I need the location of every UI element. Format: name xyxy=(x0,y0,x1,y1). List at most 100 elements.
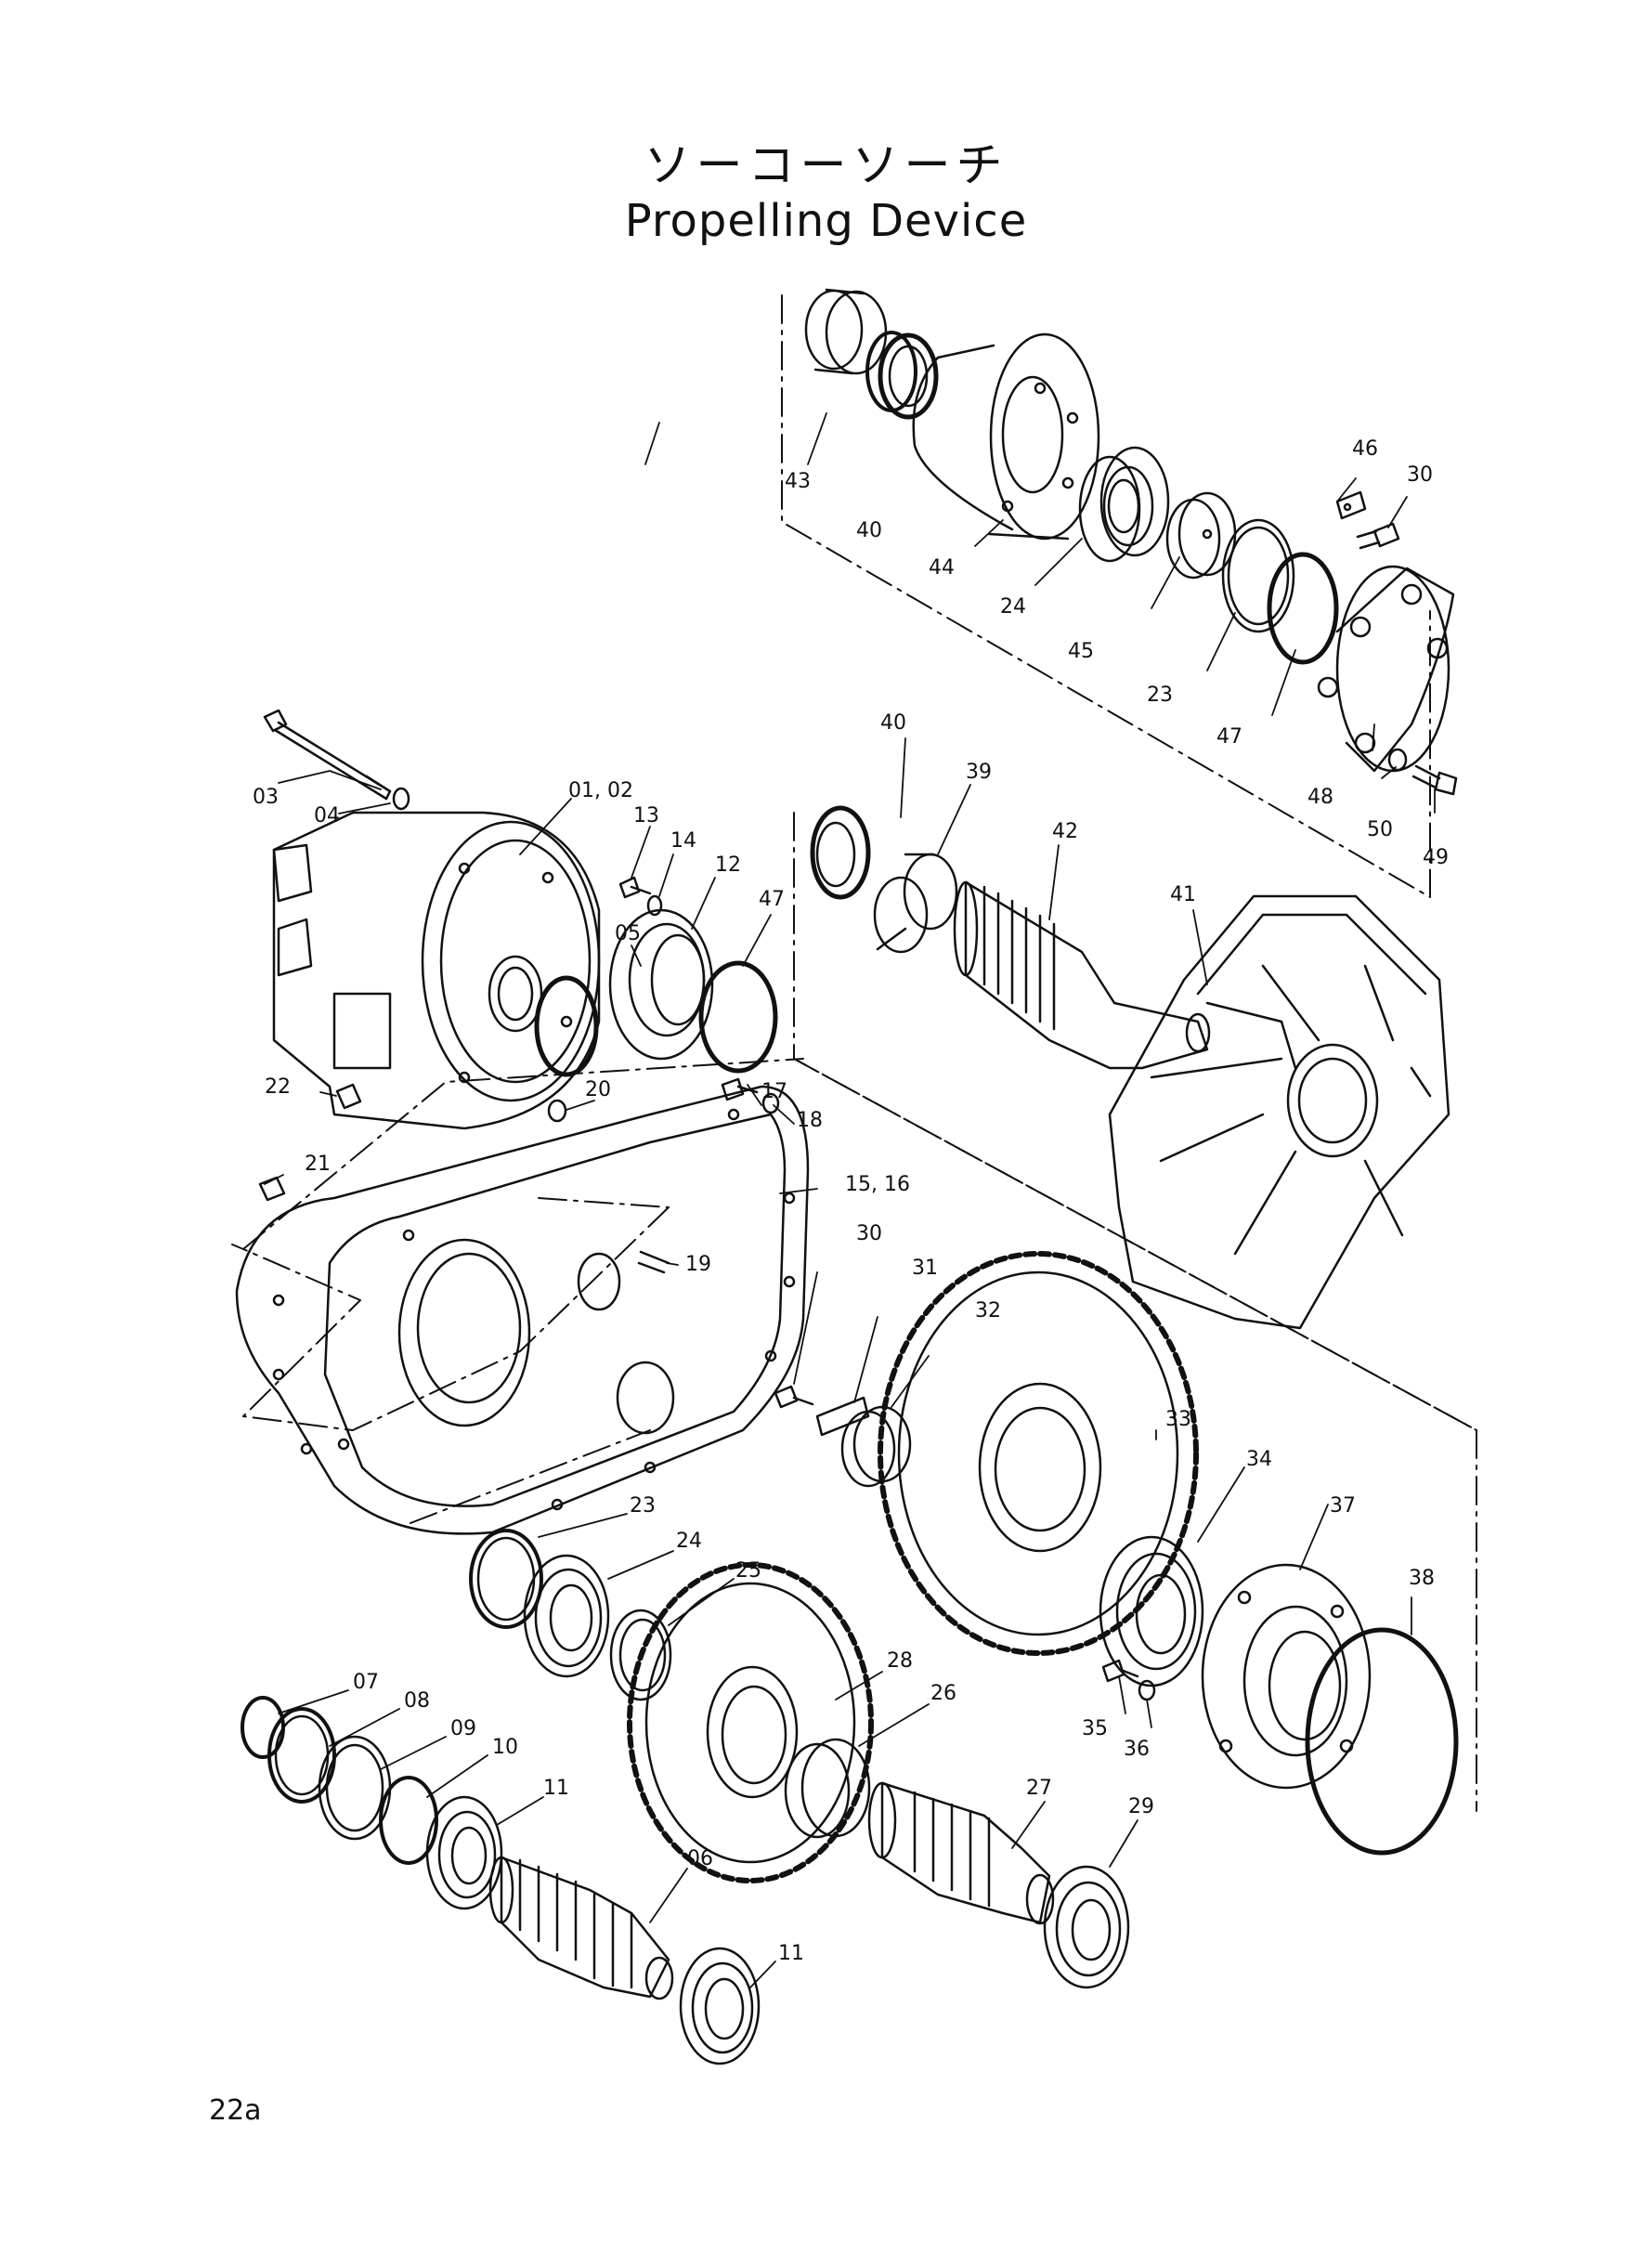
callout-13: 13 xyxy=(633,804,659,827)
callout-30: 30 xyxy=(856,1222,882,1245)
callout-35: 35 xyxy=(1082,1717,1108,1740)
callout-31: 31 xyxy=(912,1257,938,1280)
part-24-bearing-top xyxy=(1078,446,1170,563)
part-34-bearing-mid xyxy=(1099,1535,1204,1687)
callout-26: 26 xyxy=(930,1682,956,1705)
callout-18: 18 xyxy=(797,1109,823,1132)
callout-40: 40 xyxy=(856,519,882,542)
callout-10: 10 xyxy=(492,1736,518,1759)
part-30-bolt-mid xyxy=(774,1385,814,1409)
part-06-shaft xyxy=(488,1856,674,2000)
page-number: 22a xyxy=(209,2094,262,2127)
part-48-cover xyxy=(1317,565,1455,773)
callout-36: 36 xyxy=(1124,1738,1150,1761)
callout-23: 23 xyxy=(630,1494,656,1518)
part-25-spacer xyxy=(609,1609,672,1701)
callout-42: 42 xyxy=(1052,820,1078,843)
callout-46: 46 xyxy=(1352,437,1378,461)
callout-50: 50 xyxy=(1367,818,1393,841)
part-47-oring-top xyxy=(1267,552,1339,665)
part-15-16-case xyxy=(235,1085,810,1535)
callout-33: 33 xyxy=(1165,1408,1191,1431)
part-49-bolt xyxy=(1411,764,1458,796)
part-24-bearing-mid xyxy=(523,1554,610,1678)
part-23-ring-top xyxy=(1221,518,1295,633)
part-47-oring-mid xyxy=(698,960,778,1074)
callout-39: 39 xyxy=(966,761,992,784)
leader-lines xyxy=(264,412,1436,1988)
part-37-holder xyxy=(1201,1563,1372,1790)
part-29-bearing xyxy=(1043,1865,1130,1989)
part-27-shaft xyxy=(867,1781,1055,1925)
title-japanese: ソーコーソーチ xyxy=(644,138,1008,192)
callout-15-16: 15, 16 xyxy=(845,1173,910,1196)
callout-11: 11 xyxy=(778,1942,804,1965)
part-01-02-motor xyxy=(272,811,601,1130)
callout-14: 14 xyxy=(670,829,696,853)
callout-11: 11 xyxy=(543,1777,569,1800)
callout-08: 08 xyxy=(404,1689,430,1713)
part-45-cap xyxy=(1165,491,1237,580)
part-40-seal-mid xyxy=(810,805,871,900)
callout-05: 05 xyxy=(615,922,641,945)
part-39-bushing xyxy=(873,853,958,954)
part-38-oring-large xyxy=(1305,1627,1459,1856)
callout-38: 38 xyxy=(1409,1567,1435,1590)
part-31-lock-plate xyxy=(815,1396,870,1437)
part-12-retainer xyxy=(608,908,714,1061)
part-41-sprocket xyxy=(1108,894,1450,1330)
part-11-bearing-b xyxy=(679,1947,761,2065)
callout-17: 17 xyxy=(761,1080,787,1103)
callout-48: 48 xyxy=(1307,786,1333,809)
part-23-ring-mid xyxy=(469,1529,543,1629)
part-36-washer xyxy=(1138,1679,1156,1701)
part-33-gear-large xyxy=(878,1251,1199,1656)
callout-43: 43 xyxy=(785,470,811,493)
part-28-gear xyxy=(627,1562,874,1883)
callout-12: 12 xyxy=(715,853,741,877)
part-14-washer xyxy=(646,894,663,917)
callout-06: 06 xyxy=(687,1847,713,1870)
callout-03: 03 xyxy=(253,786,279,809)
callout-41: 41 xyxy=(1170,883,1196,906)
callout-24: 24 xyxy=(1000,595,1026,619)
part-42-shaft xyxy=(953,880,1211,1070)
callout-29: 29 xyxy=(1128,1795,1154,1818)
part-43-bushing xyxy=(804,288,888,375)
part-05-oring xyxy=(534,975,599,1077)
part-30-bolt-top xyxy=(1356,522,1400,550)
callout-23: 23 xyxy=(1147,684,1173,707)
callout-27: 27 xyxy=(1026,1777,1052,1800)
callout-45: 45 xyxy=(1068,640,1094,663)
callout-04: 04 xyxy=(314,804,340,827)
callout-01-02: 01, 02 xyxy=(568,779,633,802)
callout-labels: 43 40 44 24 45 46 30 23 47 48 50 49 40 3… xyxy=(253,437,1449,1965)
callout-28: 28 xyxy=(887,1649,913,1673)
part-35-bolt xyxy=(1101,1659,1139,1683)
callout-30: 30 xyxy=(1407,463,1433,487)
callout-47: 47 xyxy=(1216,725,1242,749)
callout-40: 40 xyxy=(880,711,906,735)
part-44-flange-hub xyxy=(912,332,1100,541)
part-26-spacer xyxy=(784,1738,871,1839)
part-20-pin xyxy=(547,1099,567,1123)
part-08-ring xyxy=(267,1707,336,1804)
callout-19: 19 xyxy=(685,1253,711,1276)
callout-32: 32 xyxy=(975,1299,1001,1322)
callout-24: 24 xyxy=(676,1530,702,1553)
part-22-plug xyxy=(335,1083,362,1110)
part-04-washer xyxy=(392,787,410,811)
part-03-bolt xyxy=(263,709,392,801)
callout-07: 07 xyxy=(353,1671,379,1694)
title-english: Propelling Device xyxy=(624,195,1028,247)
part-40-seal-top xyxy=(865,331,939,420)
part-11-bearing-a xyxy=(425,1795,503,1910)
part-19-pin xyxy=(637,1250,670,1274)
assembly-guide-lines xyxy=(231,294,1477,1812)
callout-25: 25 xyxy=(735,1559,761,1583)
callout-22: 22 xyxy=(265,1075,291,1099)
part-46-lock-plate xyxy=(1335,490,1367,520)
part-10-ring xyxy=(379,1776,438,1865)
callout-47: 47 xyxy=(759,888,785,911)
